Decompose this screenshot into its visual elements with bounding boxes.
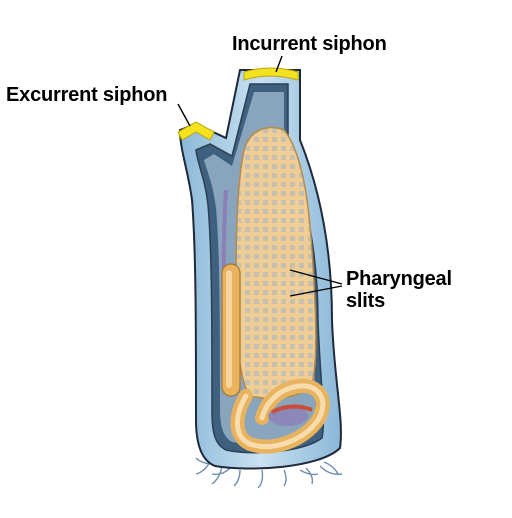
pharyngeal-slits-label-line2: slits [346,290,386,312]
basal-rootlets [195,457,343,489]
excurrent-siphon-rim [177,121,215,141]
incurrent-siphon-label: Incurrent siphon [232,33,387,55]
pharyngeal-slits-label-line1: Pharyngeal [346,268,452,290]
pharyngeal-slits-label: Pharyngeal slits [346,268,486,312]
excurrent-siphon-label: Excurrent siphon [6,84,168,106]
gut-loop [230,378,330,454]
leader-lines [177,55,343,297]
incurrent-siphon-rim [243,67,299,81]
